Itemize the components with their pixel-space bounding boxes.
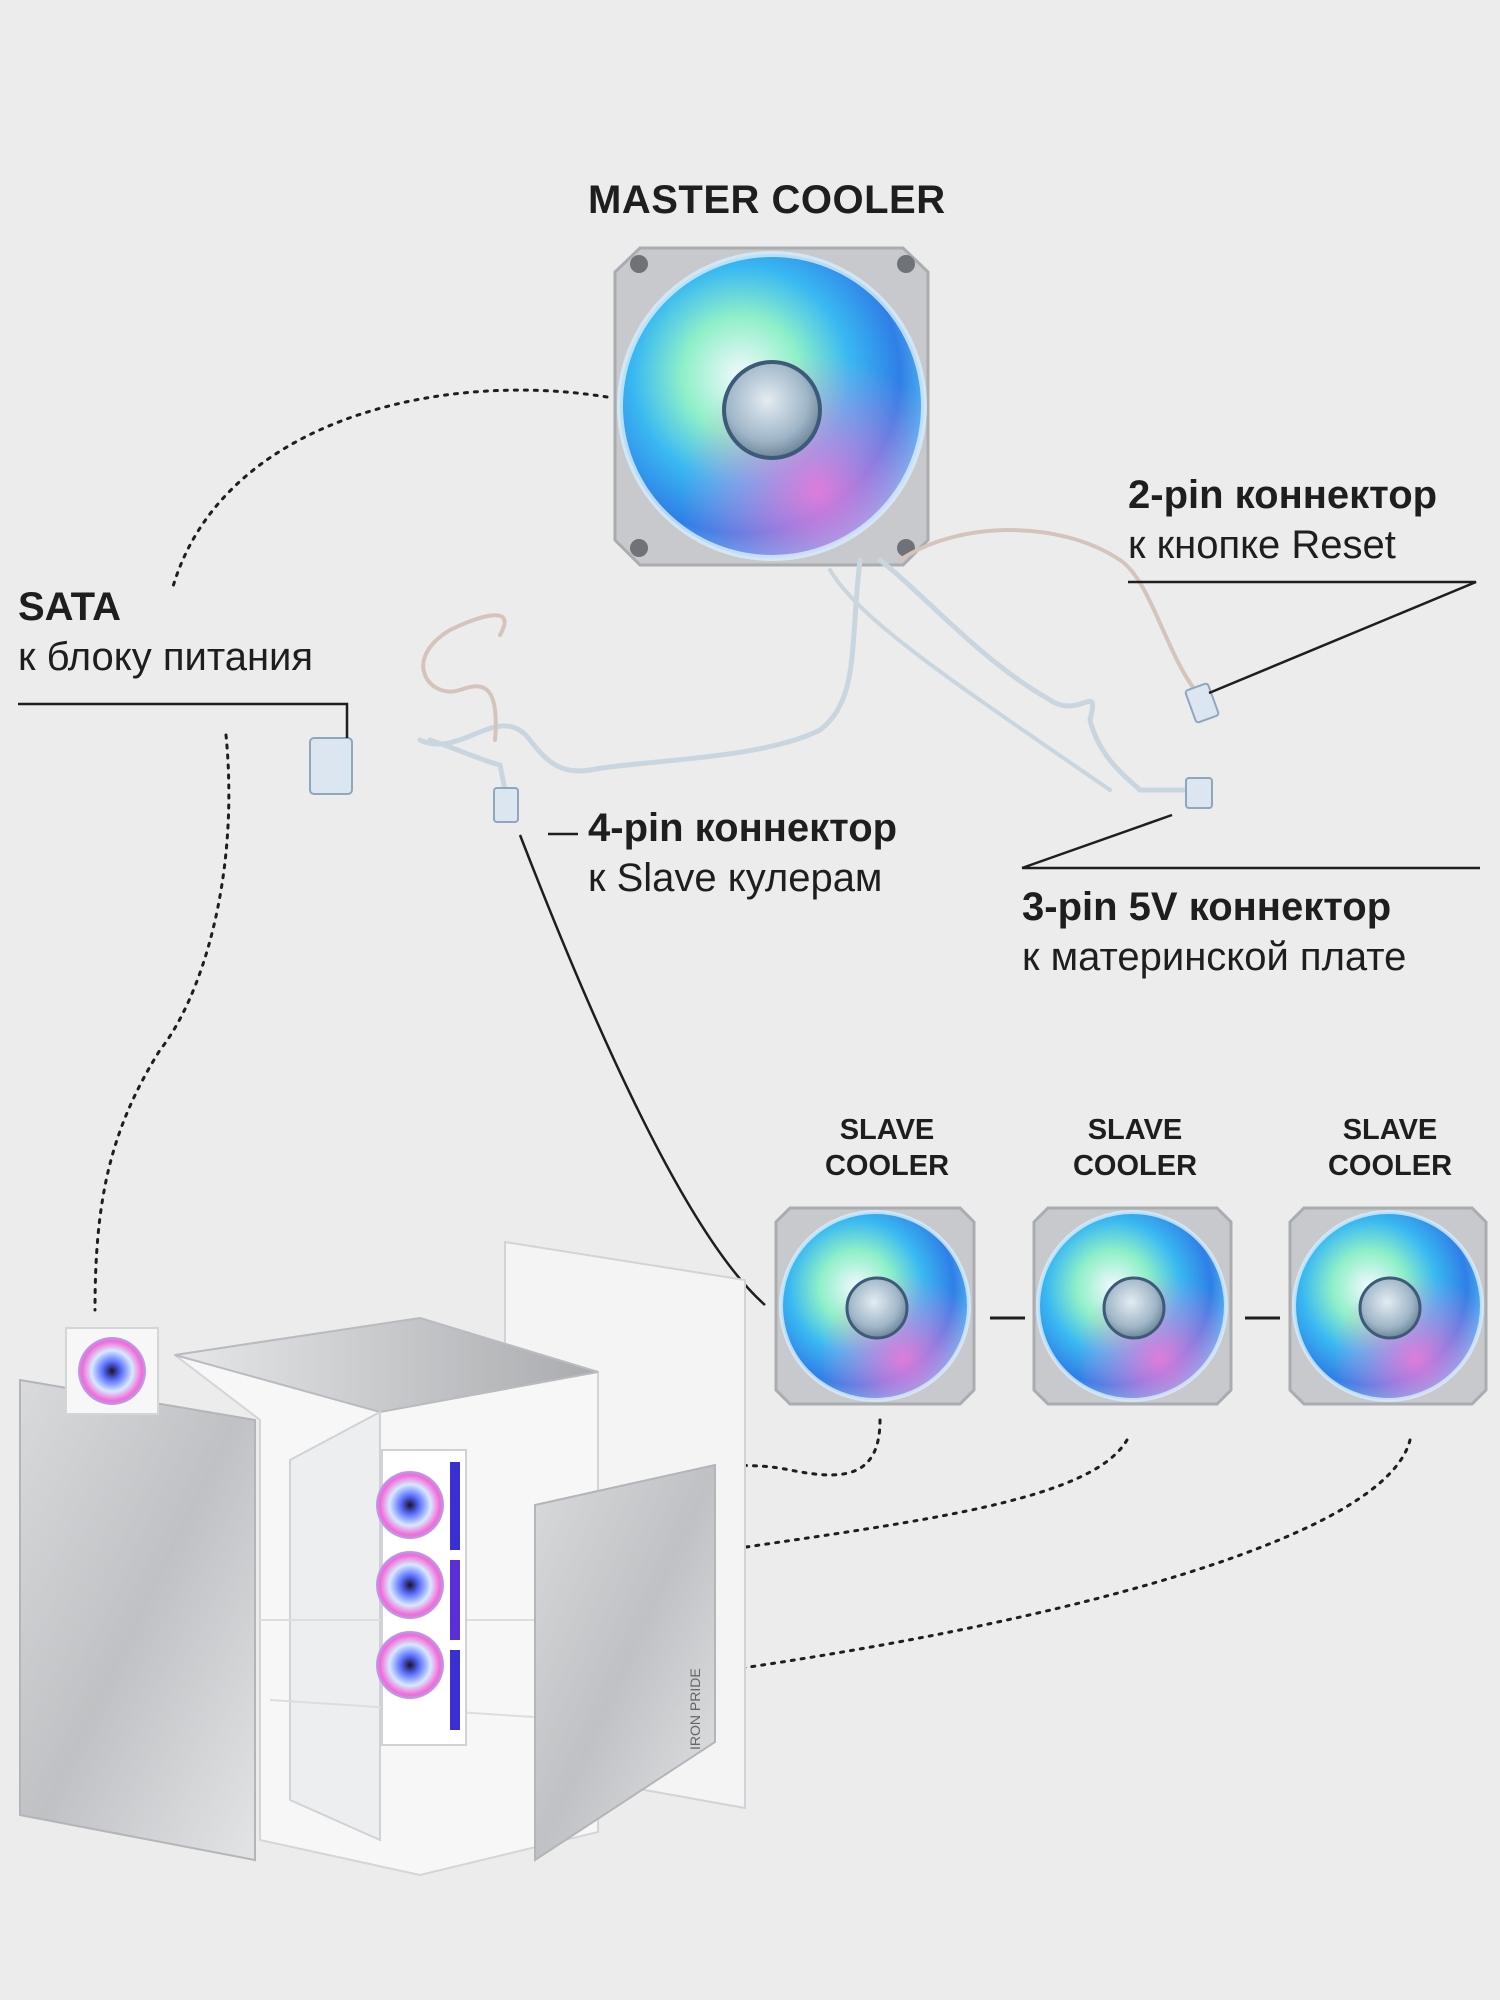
- slave-cooler-image-3: [1288, 1206, 1488, 1406]
- slave-cooler-title-1-line2: COOLER: [824, 1150, 950, 1182]
- sata-label: SATA к блоку питания: [18, 582, 313, 682]
- slave-cooler-image-1: [774, 1206, 976, 1406]
- sata-label-line1: SATA: [18, 585, 121, 629]
- motherboard-label-line2: к материнской плате: [1022, 935, 1407, 979]
- slave-cooler-title-2-line1: SLAVE: [1087, 1114, 1183, 1146]
- leader-lines: [18, 580, 1480, 1306]
- master-cooler-title: MASTER COOLER: [588, 178, 946, 222]
- reset-leader: [1128, 580, 1477, 695]
- motherboard-leader: [1021, 813, 1480, 870]
- slave-connector-label-line2: к Slave кулерам: [588, 856, 883, 900]
- master-cooler-image: [613, 246, 930, 567]
- pc-case-image: IRON PRIDE: [19, 1240, 746, 1877]
- case-brand-text: IRON PRIDE: [687, 1668, 703, 1750]
- reset-label-line1: 2-pin коннектор: [1128, 473, 1438, 517]
- slave-cooler-title-3: SLAVE COOLER: [1305, 1112, 1475, 1184]
- slave-cooler-title-1: SLAVE COOLER: [802, 1112, 972, 1184]
- slave-connector-label-line1: 4-pin коннектор: [588, 806, 898, 850]
- reset-label-line2: к кнопке Reset: [1128, 523, 1396, 567]
- reset-label: 2-pin коннектор к кнопке Reset: [1128, 470, 1437, 570]
- cable-harness: [309, 528, 1220, 823]
- slave-cooler-image-2: [1032, 1206, 1233, 1406]
- slave-cooler-title-1-line1: SLAVE: [839, 1114, 935, 1146]
- slave-cooler-title-3-line2: COOLER: [1327, 1150, 1453, 1182]
- slave-cooler-title-2-line2: COOLER: [1072, 1150, 1198, 1182]
- sata-label-line2: к блоку питания: [18, 635, 314, 679]
- slave-connector-label: 4-pin коннектор к Slave кулерам: [588, 803, 897, 903]
- slave-cooler-title-3-line1: SLAVE: [1342, 1114, 1438, 1146]
- slave-link-leader: [518, 834, 766, 1306]
- slave-cooler-title-2: SLAVE COOLER: [1050, 1112, 1220, 1184]
- motherboard-label-line1: 3-pin 5V коннектор: [1022, 885, 1392, 929]
- sata-leader: [18, 702, 349, 738]
- motherboard-label: 3-pin 5V коннектор к материнской плате: [1022, 882, 1406, 982]
